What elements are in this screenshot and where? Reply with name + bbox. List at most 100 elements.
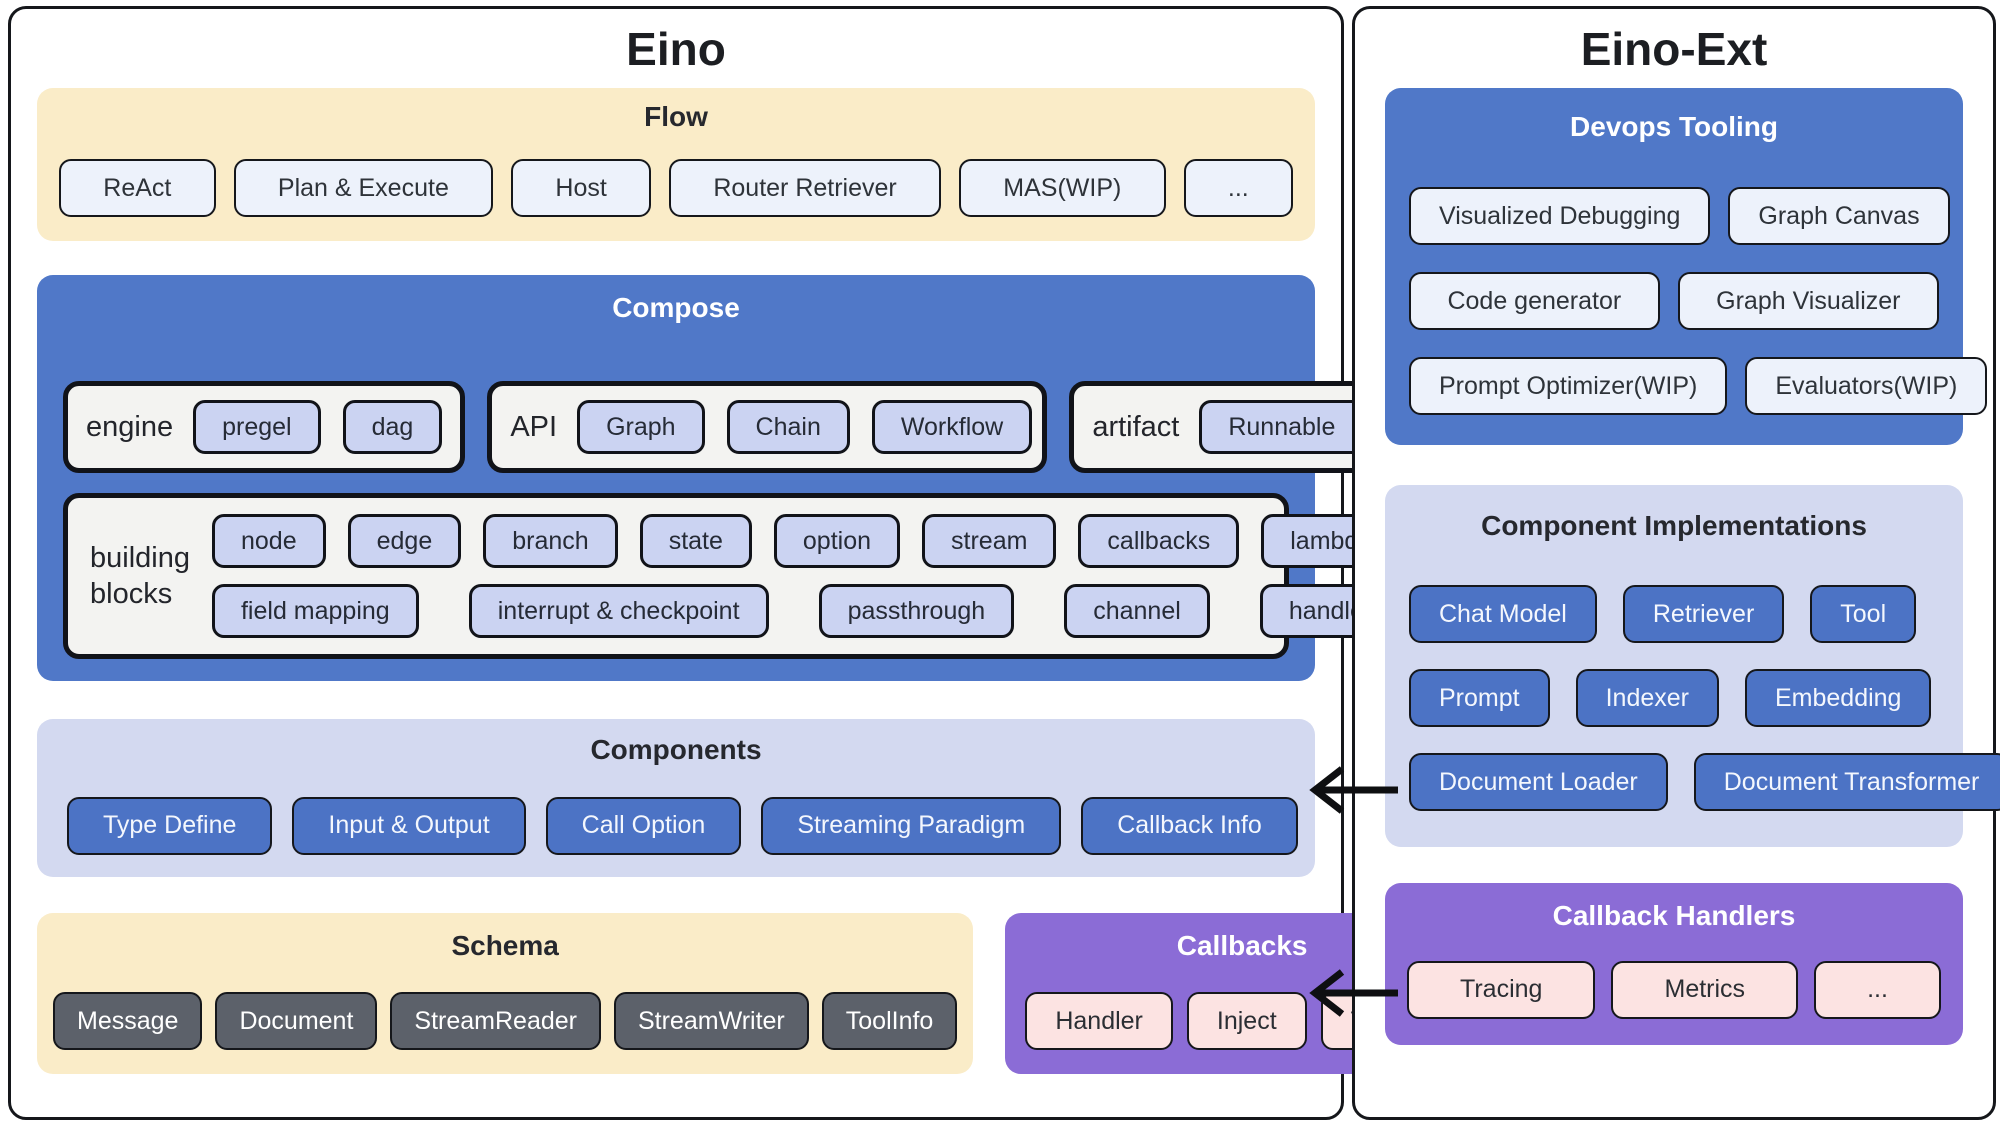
flow-node: ReAct <box>59 159 216 218</box>
arrow-left-icon <box>1309 969 1398 1017</box>
devops-tooling-rows: Visualized Debugging Graph Canvas Code ge… <box>1409 187 1988 416</box>
component-impl-node: Embedding <box>1744 669 1932 728</box>
components-items: Type Define Input & Output Call Option Stre… <box>67 796 1298 855</box>
api-pills: Graph Chain Workflow <box>577 400 1033 455</box>
api-pill: Workflow <box>871 400 1033 455</box>
building-block-pill: edge <box>347 514 462 569</box>
building-block-pill: channel <box>1064 584 1210 639</box>
building-block-pill: callbacks <box>1078 514 1240 569</box>
schema-node: Message <box>53 992 203 1051</box>
eino-title: Eino <box>626 23 726 75</box>
component-impl-node: Indexer <box>1575 669 1719 728</box>
callback-handler-node: Metrics <box>1611 960 1799 1019</box>
building-blocks-group: building blocks node edge branch state optio… <box>63 493 1402 660</box>
building-blocks-rows: node edge branch state option stream callbacks… <box>211 514 1402 639</box>
engine-pills: pregel dag <box>193 400 443 455</box>
engine-pill: pregel <box>193 400 321 455</box>
component-impl-node: Document Loader <box>1409 753 1668 812</box>
compimpl-row-2: Prompt Indexer Embedding <box>1409 669 1939 728</box>
building-block-pill: branch <box>483 514 618 569</box>
flow-node: ... <box>1183 159 1294 218</box>
building-blocks-label: building blocks <box>90 541 190 611</box>
devops-tooling-title: Devops Tooling <box>1570 110 1778 142</box>
callback-handlers-section: Callback Handlers Tracing Metrics... <box>1385 883 1963 1045</box>
artifact-label: artifact <box>1092 410 1180 443</box>
component-impl-node: Prompt <box>1409 669 1550 728</box>
building-block-pill: state <box>639 514 752 569</box>
building-block-pill: node <box>211 514 326 569</box>
api-label: API <box>510 410 558 443</box>
building-blocks-row-1: node edge branch state option stream callbacks… <box>211 514 1402 569</box>
components-title: Components <box>590 734 762 766</box>
api-group: API Graph Chain Workflow <box>487 381 1048 474</box>
schema-node: StreamWriter <box>613 992 809 1051</box>
component-impl-node: Retriever <box>1622 585 1785 644</box>
flow-node: Host <box>511 159 652 218</box>
callback-handlers-title: Callback Handlers <box>1552 900 1796 932</box>
flow-node: Plan & Execute <box>233 159 494 218</box>
callback-handler-node: ... <box>1814 960 1941 1019</box>
component-implementations-rows: Chat Model Retriever Tool Prompt Indexer Emb… <box>1409 585 2000 812</box>
component-node: Type Define <box>67 796 273 855</box>
component-impl-node: Tool <box>1810 585 1917 644</box>
devops-row-1: Visualized Debugging Graph Canvas <box>1409 187 1950 246</box>
compimpl-row-3: Document Loader Document Transformer <box>1409 753 2000 812</box>
flow-node: Router Retriever <box>669 159 942 218</box>
component-node: Streaming Paradigm <box>761 796 1062 855</box>
building-blocks-row-2: field mapping interrupt & checkpoint passt… <box>211 584 1402 639</box>
component-implementations-title: Component Implementations <box>1481 510 1867 542</box>
devops-row-2: Code generator Graph Visualizer <box>1409 272 1939 331</box>
callback-handler-node: Tracing <box>1407 960 1596 1019</box>
flow-items: ReAct Plan & Execute Host Router Retriever M… <box>59 159 1294 218</box>
callback-handlers-items: Tracing Metrics... <box>1407 960 1941 1019</box>
component-impl-node: Document Transformer <box>1693 753 2000 812</box>
api-pill: Graph <box>577 400 705 455</box>
building-block-pill: field mapping <box>211 584 419 639</box>
artifact-group: artifact Runnable <box>1069 381 1388 474</box>
schema-node: StreamReader <box>390 992 601 1051</box>
building-block-pill: interrupt & checkpoint <box>468 584 769 639</box>
callbacks-title: Callbacks <box>1176 929 1308 961</box>
devops-node: Graph Visualizer <box>1677 272 1939 331</box>
devops-node: Evaluators(WIP) <box>1745 357 1988 416</box>
flow-title: Flow <box>644 100 708 132</box>
engine-pill: dag <box>342 400 443 455</box>
flow-node: MAS(WIP) <box>959 159 1166 218</box>
components-section: Components Type Define Input & Output Call… <box>37 719 1315 877</box>
building-block-pill: passthrough <box>818 584 1015 639</box>
schema-node: Document <box>215 992 378 1051</box>
compose-title: Compose <box>612 292 740 324</box>
devops-node: Code generator <box>1409 272 1660 331</box>
schema-title: Schema <box>451 929 559 961</box>
eino-panel: Eino Flow ReAct Plan & Execute Host Router … <box>8 6 1479 1120</box>
devops-node: Graph Canvas <box>1728 187 1950 246</box>
devops-row-3: Prompt Optimizer(WIP) Evaluators(WIP) <box>1409 357 1988 416</box>
engine-group: engine pregel dag <box>63 381 466 474</box>
arrow-left-icon <box>1309 766 1398 814</box>
callback-node: Inject <box>1186 992 1307 1051</box>
artifact-pill: Runnable <box>1199 400 1365 455</box>
component-impl-node: Chat Model <box>1409 585 1597 644</box>
component-implementations-section: Component Implementations Chat Model Retr… <box>1385 485 2000 848</box>
building-block-pill: option <box>773 514 901 569</box>
devops-node: Prompt Optimizer(WIP) <box>1409 357 1728 416</box>
component-node: Call Option <box>545 796 742 855</box>
component-node: Callback Info <box>1081 796 1298 855</box>
compose-section: Compose engine pregel dag API Graph Chain W… <box>37 275 1402 682</box>
api-pill: Chain <box>726 400 850 455</box>
building-block-pill: stream <box>922 514 1057 569</box>
eino-ext-panel: Eino-Ext Devops Tooling Visualized Debug… <box>1352 6 2000 1120</box>
callback-node: Handler <box>1025 992 1173 1051</box>
component-node: Input & Output <box>292 796 526 855</box>
engine-label: engine <box>86 410 174 443</box>
devops-node: Visualized Debugging <box>1409 187 1711 246</box>
compimpl-row-1: Chat Model Retriever Tool <box>1409 585 1939 644</box>
schema-node: ToolInfo <box>821 992 958 1051</box>
artifact-pills: Runnable <box>1199 400 1365 455</box>
eino-ext-title: Eino-Ext <box>1580 23 1768 75</box>
